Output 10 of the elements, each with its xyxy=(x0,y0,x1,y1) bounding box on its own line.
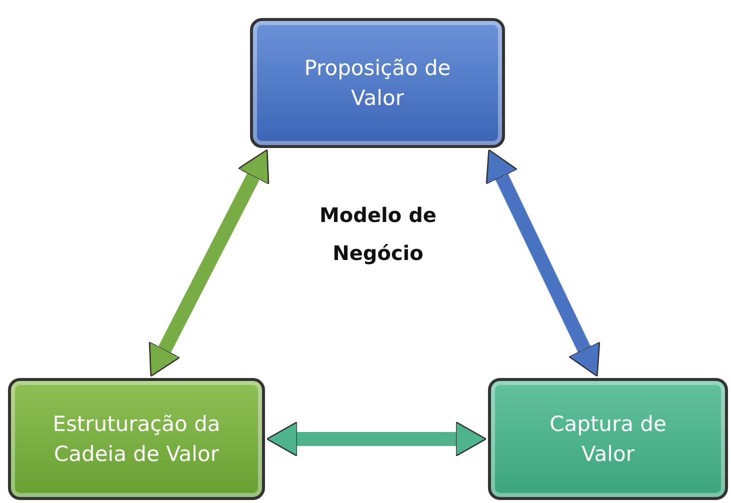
process-box xyxy=(488,378,728,500)
box-label: Proposição de Valor xyxy=(303,54,452,112)
double-arrow xyxy=(266,423,487,455)
box-label: Captura de Valor xyxy=(548,410,668,468)
process-box xyxy=(8,378,265,500)
box-label: Estruturação da Cadeia de Valor xyxy=(52,410,222,468)
double-arrow xyxy=(150,149,268,377)
process-box xyxy=(250,18,505,148)
center-title: Modelo de Negócio xyxy=(318,202,438,267)
double-arrow xyxy=(488,149,598,377)
